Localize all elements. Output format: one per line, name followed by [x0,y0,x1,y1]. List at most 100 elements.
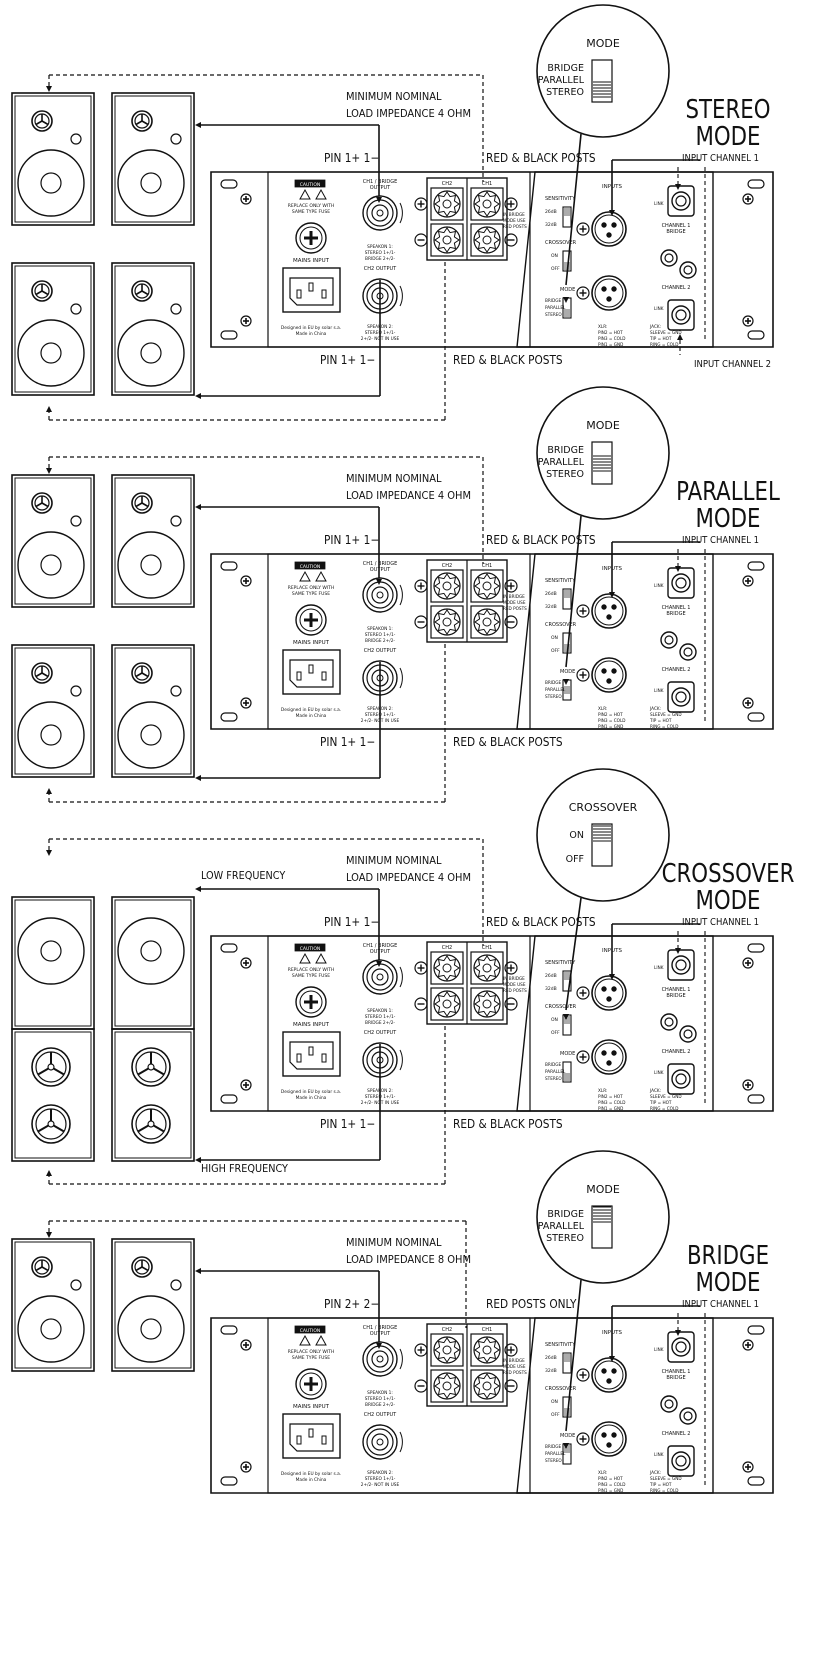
speakon-note: BRIDGE 2+/2- [365,638,395,644]
circle [131,1104,171,1144]
callout-option: BRIDGE [547,1209,584,1220]
switch-body [562,632,572,654]
caution-label: CAUTION [294,1325,327,1346]
mains-socket [282,267,341,313]
ch1-output-label: CH1 / BRIDGE [363,943,398,949]
speaker-horn-icon [31,110,53,132]
binding-post [430,605,464,639]
fuse-holder-icon [295,222,327,254]
jack-body [667,1063,695,1095]
fuse-note: SAME TYPE FUSE [292,591,330,597]
callout-option: STEREO [546,87,584,98]
ch2-posts-label: CH2 [442,1327,452,1333]
bridge-note: MODE USE [503,1364,526,1369]
circle [433,954,461,982]
xlr-pin [601,286,607,292]
design-note: Designed in EU by solar s.a. [281,707,341,713]
circle [362,577,398,613]
plus-terminal-icon [414,197,428,211]
speaker-horn-icon [31,662,53,684]
woofer-cone [17,1295,85,1363]
input-section [516,1317,714,1494]
channel1-label: CHANNEL 1 [662,987,691,993]
circle [660,1395,678,1413]
xlr-connector [591,1421,627,1457]
xlr-pin [611,1050,617,1056]
mode-label: MODE [560,287,575,293]
circle [442,235,452,245]
callout-switch [591,59,613,103]
xlr-note: PIN1 = GND [598,1106,623,1111]
mains-label: MAINS INPUT [293,640,330,646]
impedance-note: LOAD IMPEDANCE 8 OHM [346,1254,471,1267]
circle [660,249,678,267]
xlr-note: XLR: [598,1088,607,1093]
fuse-note: REPLACE ONLY WITH [288,967,335,973]
circle [482,963,492,973]
xlr-connector [591,1357,627,1393]
speakon-note: STEREO 1+/1- [365,1014,396,1020]
mode-panel-4: MODEBRIDGEPARALLELSTEREOBRIDGEMODEMINIMU… [11,1150,774,1494]
jack-connector [667,1331,695,1363]
circle [473,1336,501,1364]
slot-outline [747,712,765,722]
fuse-note: REPLACE ONLY WITH [288,1349,335,1355]
circle [442,1345,452,1355]
socket-pin [296,1053,302,1063]
posts-label: RED & BLACK POSTS [486,915,596,929]
link-label: LINK [654,306,664,311]
design-note: Made in China [296,1477,327,1483]
power-section [267,935,531,1112]
circle [31,110,53,132]
post-frame [430,187,464,221]
warning-triangle-icon [315,1334,327,1346]
cabinet-inner [114,265,192,393]
slide-switch [562,250,572,272]
circle [371,968,389,986]
callout-option: PARALLEL [538,1221,585,1232]
socket-pin [296,289,302,299]
xlr-connector [591,211,627,247]
arrow-head [609,974,615,980]
circle [442,617,452,627]
circle [482,199,492,209]
xlr-pin [606,678,612,684]
circle [299,608,323,632]
bridge-note: RED POSTS [503,606,527,611]
cabinet-inner [14,95,92,223]
circle [675,1455,687,1467]
speaker-wiring [46,456,484,803]
socket-frame [282,1413,341,1459]
post-frame [430,605,464,639]
rca-connector [660,1395,678,1413]
woofer-dustcap [140,554,162,576]
plus-terminal-icon [414,1343,428,1357]
mode-label: MODE [560,669,575,675]
circle [31,1047,71,1087]
rca-connector [679,1025,697,1043]
circle [442,199,452,209]
plus-terminal-icon [576,1368,590,1382]
post-frame [430,223,464,257]
post-frame [430,569,464,603]
xlr-connector [591,1039,627,1075]
xlr-connector [591,593,627,629]
channel2-label: CHANNEL 2 [662,667,691,673]
input-channel-label: INPUT CHANNEL 1 [682,534,759,546]
circle [442,999,452,1009]
pin-label: PIN 1+ 1− [320,735,375,749]
pin-label: PIN 1+ 1− [320,353,375,367]
impedance-note: MINIMUM NOMINAL [346,91,442,104]
binding-post [430,951,464,985]
callout-title: CROSSOVER [569,801,638,814]
speaker-cabinet [11,644,95,778]
pin-label: PIN 1+ 1− [324,533,379,547]
circle [482,235,492,245]
input-section [516,553,714,730]
sens-32-label: 32dB [545,222,557,228]
jack-note: SLEEVE = GND [650,1094,682,1099]
off-label: OFF [551,1030,560,1036]
